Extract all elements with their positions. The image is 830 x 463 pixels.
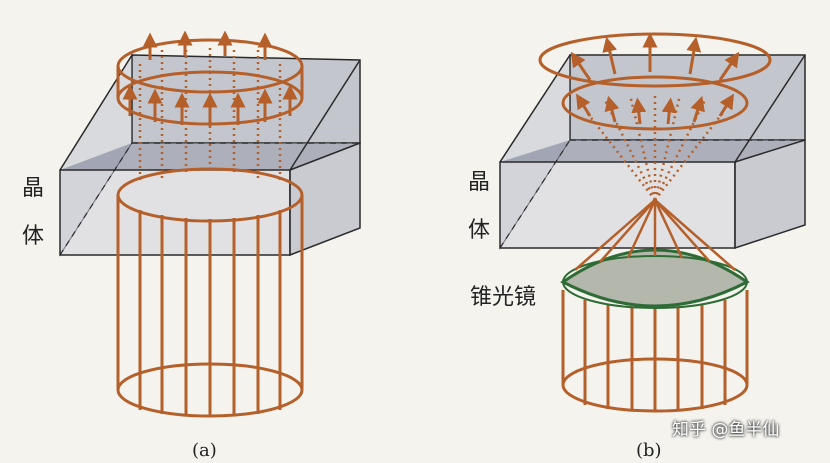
emerging-rings-b [538, 32, 772, 131]
diverging-rays-b [584, 92, 726, 201]
crystal-label-b-1: 晶 [468, 170, 491, 195]
panel-a [59, 30, 361, 418]
crystal-label-b-2: 体 [468, 218, 491, 243]
crystal-block-b [499, 53, 806, 250]
rays-through-crystal-a [138, 44, 282, 180]
light-cylinder-b [561, 290, 749, 413]
lens-label: 锥光镜 [470, 285, 537, 310]
caption-b: (b) [636, 440, 662, 461]
crystal-label-a-1: 晶 [22, 176, 45, 201]
caption-a: (a) [192, 440, 217, 461]
emerging-rings-a [116, 30, 304, 126]
panel-b [499, 32, 806, 413]
converging-rays-b [574, 199, 736, 271]
crystal-label-a-2: 体 [22, 224, 45, 249]
conoscope-lens [560, 248, 750, 309]
watermark: 知乎 @鱼半仙 [672, 420, 780, 440]
